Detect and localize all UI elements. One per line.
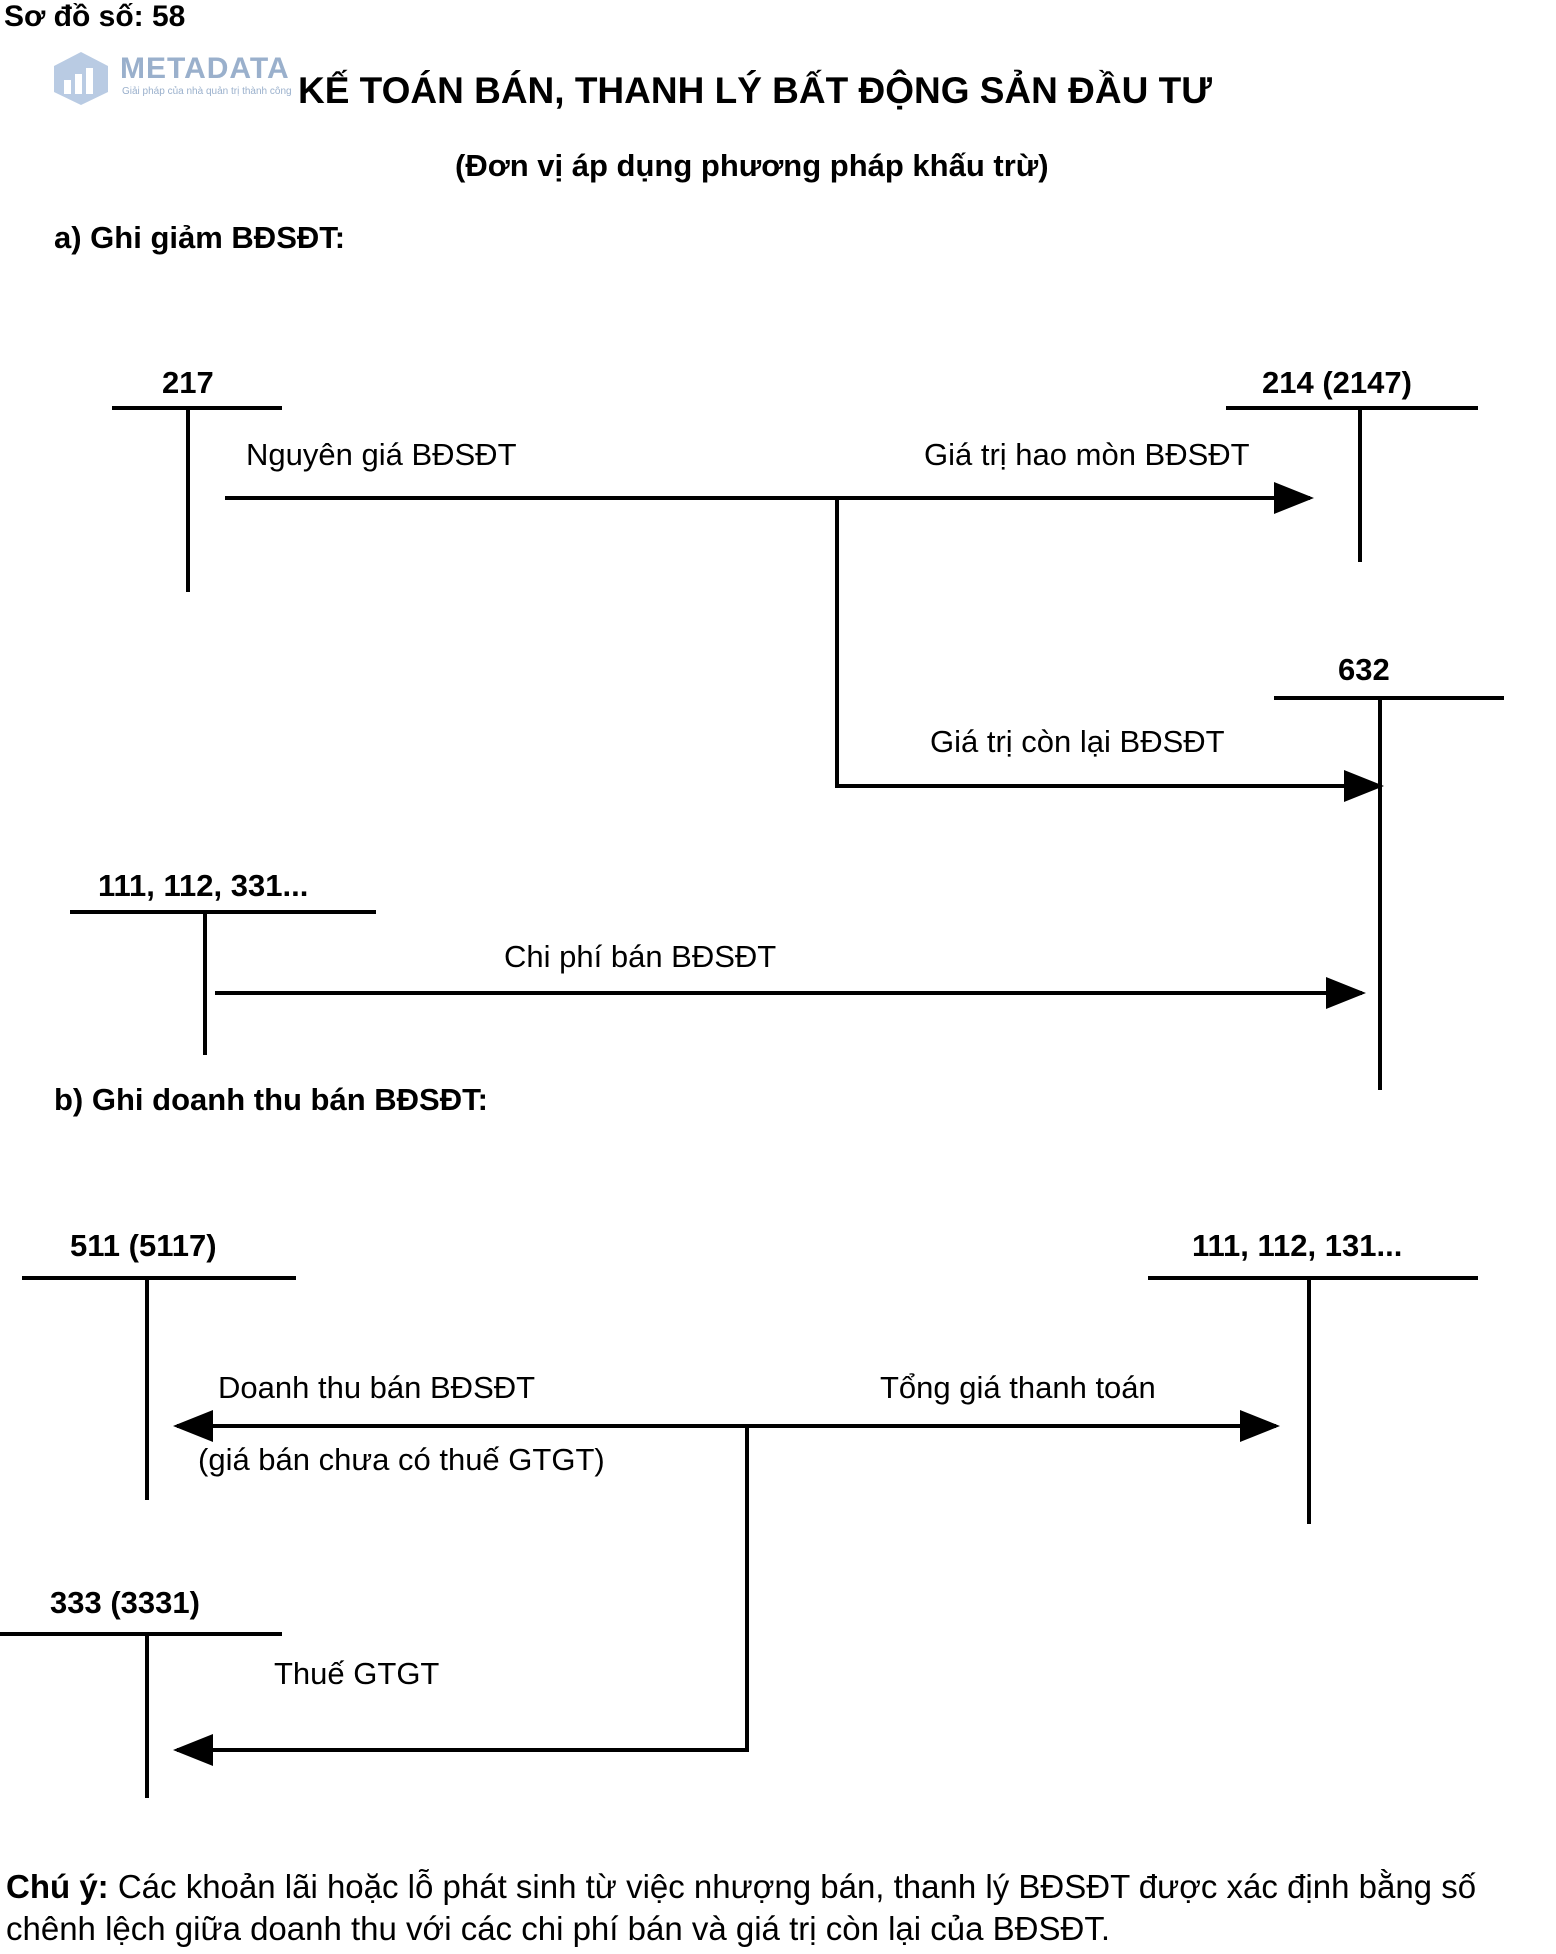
account-111-131-label: 111, 112, 131... xyxy=(1192,1228,1403,1263)
remaining-value-connector xyxy=(835,498,1384,802)
t-account-111-131 xyxy=(1148,1276,1478,1524)
depreciation-label: Giá trị hao mòn BĐSĐT xyxy=(924,437,1250,472)
footnote-text: Các khoản lãi hoặc lỗ phát sinh từ việc … xyxy=(6,1868,1477,1947)
footnote-label: Chú ý: xyxy=(6,1868,109,1905)
total-payment-label: Tổng giá thanh toán xyxy=(880,1370,1156,1405)
bar-chart-logo-icon xyxy=(54,52,108,105)
logo-tagline: Giải pháp của nhà quản trị thành công xyxy=(122,86,292,97)
revenue-note-label: (giá bán chưa có thuế GTGT) xyxy=(198,1442,605,1477)
diagram-number: Sơ đồ số: 58 xyxy=(4,0,186,33)
account-217-label: 217 xyxy=(162,365,214,400)
logo-name: METADATA xyxy=(120,52,290,85)
revenue-label: Doanh thu bán BĐSĐT xyxy=(218,1370,536,1405)
t-account-111-331 xyxy=(70,910,376,1055)
footnote: Chú ý: Các khoản lãi hoặc lỗ phát sinh t… xyxy=(6,1866,1554,1950)
page-title: KẾ TOÁN BÁN, THANH LÝ BẤT ĐỘNG SẢN ĐẦU T… xyxy=(298,70,1212,111)
vat-label: Thuế GTGT xyxy=(274,1656,440,1691)
section-b-heading: b) Ghi doanh thu bán BĐSĐT: xyxy=(54,1082,488,1117)
account-511-label: 511 (5117) xyxy=(70,1228,217,1263)
t-account-214 xyxy=(1226,406,1478,562)
selling-expense-label: Chi phí bán BĐSĐT xyxy=(504,939,777,974)
page-subtitle: (Đơn vị áp dụng phương pháp khấu trừ) xyxy=(455,148,1049,183)
t-account-333 xyxy=(0,1632,282,1798)
original-cost-label: Nguyên giá BĐSĐT xyxy=(246,437,517,472)
account-333-label: 333 (3331) xyxy=(50,1585,200,1620)
vat-connector xyxy=(173,1426,749,1766)
account-214-label: 214 (2147) xyxy=(1262,365,1412,400)
t-account-511 xyxy=(22,1276,296,1500)
t-account-217 xyxy=(112,406,282,592)
remaining-value-label: Giá trị còn lại BĐSĐT xyxy=(930,724,1225,759)
metadata-logo: METADATA Giải pháp của nhà quản trị thàn… xyxy=(50,50,300,106)
account-632-label: 632 xyxy=(1338,652,1390,687)
t-account-632 xyxy=(1274,696,1504,1090)
account-111-331-label: 111, 112, 331... xyxy=(98,868,309,903)
section-a-heading: a) Ghi giảm BĐSĐT: xyxy=(54,220,346,255)
